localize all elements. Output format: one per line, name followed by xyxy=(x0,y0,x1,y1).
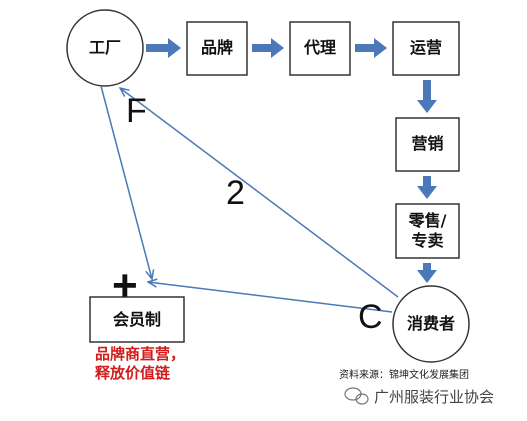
arrow-brand-agent xyxy=(252,38,284,58)
consumer-label: 消费者 xyxy=(406,314,455,333)
line-consumer-membership xyxy=(148,282,393,313)
brand-node xyxy=(186,21,248,76)
watermark-text: 广州服装行业协会 xyxy=(374,388,495,406)
factory-label: 工厂 xyxy=(88,38,121,57)
label-2: 2 xyxy=(226,174,245,212)
label-f: F xyxy=(126,92,147,130)
note-line1: 品牌商直营， xyxy=(95,345,186,363)
marketing-node xyxy=(395,117,460,172)
label-c: C xyxy=(358,298,383,336)
retail-node xyxy=(395,203,460,259)
note-line2: 释放价值链 xyxy=(95,364,171,382)
line-consumer-factory xyxy=(120,88,399,298)
arrow-operation-marketing xyxy=(417,80,437,113)
arrow-factory-brand xyxy=(146,38,181,58)
agent-label: 代理 xyxy=(303,38,336,57)
operation-label: 运营 xyxy=(409,38,442,57)
marketing-label: 营销 xyxy=(411,134,444,153)
chat-icon xyxy=(344,387,369,405)
line-factory-membership xyxy=(100,85,152,279)
retail-label-line1: 零售/ xyxy=(408,211,447,230)
membership-label: 会员制 xyxy=(112,310,161,329)
factory-node xyxy=(66,9,144,87)
source-caption: 资料来源：锦坤文化发展集团 xyxy=(339,370,469,381)
arrow-retail-consumer xyxy=(417,263,437,283)
membership-node xyxy=(89,296,185,343)
retail-label-line2: 专卖 xyxy=(411,231,444,250)
agent-node xyxy=(289,21,351,76)
consumer-node xyxy=(392,285,470,363)
plus-icon: + xyxy=(112,261,138,310)
arrow-agent-operation xyxy=(355,38,387,58)
operation-node xyxy=(392,21,460,76)
brand-label: 品牌 xyxy=(200,38,233,57)
arrow-marketing-retail xyxy=(417,176,437,199)
